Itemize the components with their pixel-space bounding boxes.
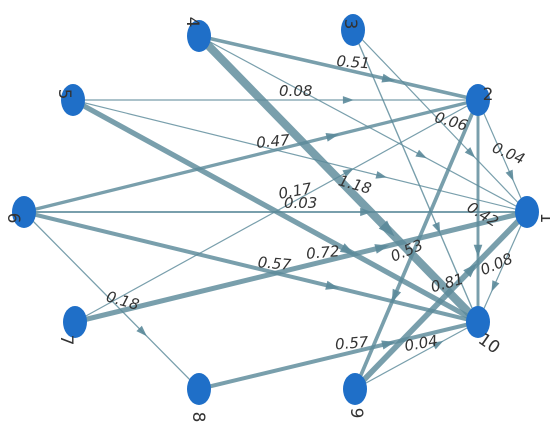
edge-label-6-1: 0.03	[284, 194, 317, 212]
edge-6-10	[22, 210, 480, 324]
edge-arrow-4-10	[378, 220, 395, 237]
node-label-6: 6	[3, 213, 23, 224]
node-label-1: 1	[536, 213, 550, 224]
edge-label-9-10: 0.04	[403, 332, 439, 356]
edge-label-6-2: 0.47	[256, 131, 291, 152]
node-label-2: 2	[483, 85, 494, 105]
edge-arrow-3-10	[432, 221, 441, 234]
edge-label-4-10: 1.18	[336, 171, 373, 198]
edge-arrow-2-9	[391, 288, 402, 303]
edge-label-7-1: 0.72	[305, 242, 340, 263]
edge-arrow-9-10	[431, 340, 444, 350]
edge-layer	[22, 29, 530, 392]
node-4	[187, 20, 211, 52]
edge-arrow-4-2	[381, 73, 395, 83]
node-label-8: 8	[188, 412, 208, 423]
edge-arrow-5-2	[342, 96, 354, 104]
edge-6-8	[23, 211, 200, 390]
edge-3-10	[352, 29, 479, 323]
edge-1-10	[477, 211, 528, 323]
node-label-7: 7	[56, 335, 76, 346]
edge-arrow-5-10	[339, 243, 355, 255]
node-9	[343, 373, 367, 405]
node-3	[341, 14, 365, 46]
node-2	[466, 84, 490, 116]
node-label-5: 5	[54, 89, 74, 100]
edge-label-3-1: 0.06	[433, 108, 470, 135]
edge-7-1	[72, 209, 530, 325]
edge-label-4-2: 0.51	[336, 52, 371, 73]
node-6	[12, 196, 36, 228]
edge-4-2	[197, 34, 480, 102]
edge-2-1	[477, 99, 528, 213]
edge-arrow-2-1	[505, 169, 514, 182]
edge-arrow-6-1	[360, 207, 372, 217]
edge-label-6-8: 0.18	[104, 287, 141, 313]
arrow-layer	[136, 73, 514, 350]
edge-4-1	[198, 35, 528, 213]
edge-arrow-4-1	[415, 149, 427, 159]
edge-9-1	[352, 209, 530, 392]
node-5	[61, 84, 85, 116]
node-label-3: 3	[340, 19, 360, 30]
edge-arrow-5-1	[375, 171, 388, 179]
edge-label-6-10: 0.57	[257, 253, 292, 274]
edge-6-2	[22, 98, 480, 214]
edge-arrow-2-10	[473, 244, 483, 258]
edge-label-7-2: 0.17	[277, 179, 313, 203]
edge-4-10	[194, 31, 483, 327]
edge-arrow-1-10	[491, 280, 500, 292]
edge-arrow-8-10	[381, 340, 396, 350]
node-1	[515, 196, 539, 228]
edge-arrow-6-2	[325, 133, 339, 142]
edge-label-2-1: 0.04	[490, 138, 528, 168]
edge-label-8-10: 0.57	[334, 333, 369, 354]
edge-8-10	[197, 320, 480, 391]
edge-arrow-7-1	[374, 244, 390, 254]
edge-arrow-6-10	[325, 280, 340, 290]
edge-arrow-9-1	[463, 263, 478, 278]
edge-2-9	[353, 98, 480, 391]
edge-7-2	[74, 99, 479, 323]
edge-arrow-3-1	[464, 147, 476, 158]
node-layer: 12345678910	[3, 14, 550, 422]
edge-arrow-6-8	[136, 325, 147, 337]
node-7	[63, 306, 87, 338]
node-label-9: 9	[346, 408, 366, 419]
edge-arrow-7-2	[342, 168, 354, 178]
node-10	[466, 306, 490, 338]
edge-5-1	[72, 99, 528, 213]
edge-label-5-2: 0.08	[279, 82, 312, 100]
node-8	[187, 373, 211, 405]
edge-9-10	[354, 321, 479, 390]
node-label-4: 4	[182, 17, 202, 28]
